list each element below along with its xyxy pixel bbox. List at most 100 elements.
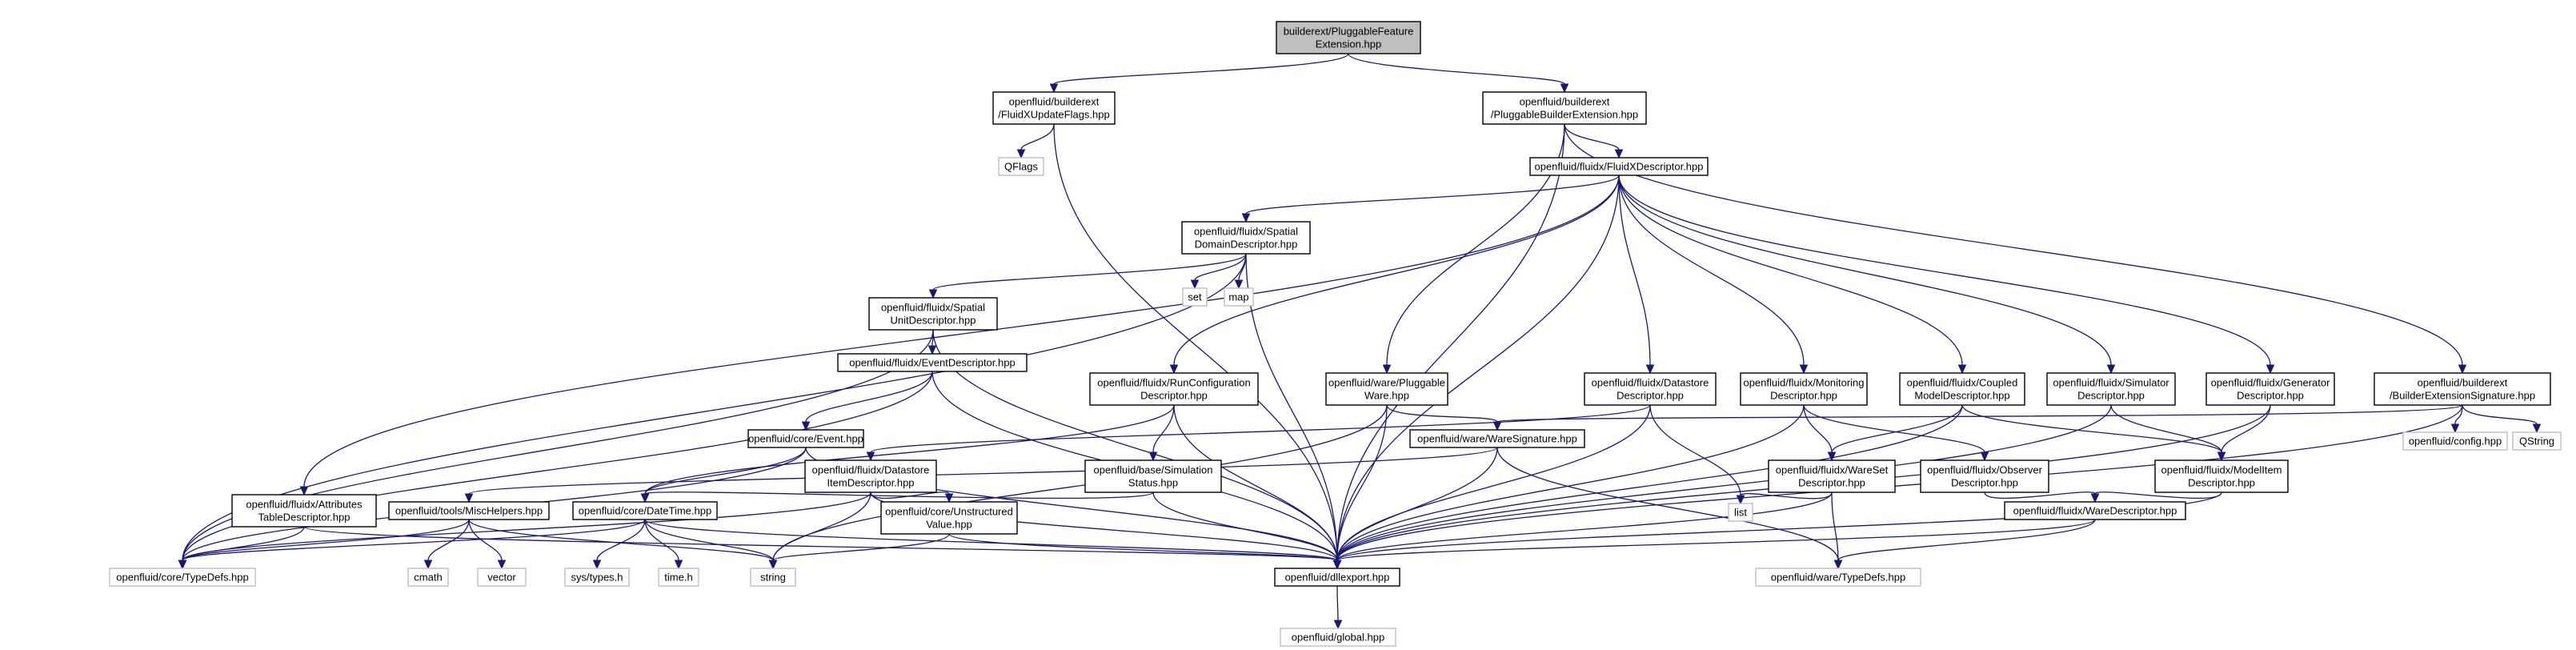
node-label: Descriptor.hpp [1951, 477, 2018, 489]
node-label: openfluid/base/Simulation [1094, 464, 1213, 476]
node-dllexport[interactable]: openfluid/dllexport.hpp [1274, 568, 1400, 587]
edge-wd-to-dllexport [1332, 519, 2096, 570]
node-qflags: QFlags [998, 157, 1044, 176]
node-label: /BuilderExtensionSignature.hpp [2390, 390, 2535, 402]
edge-pbe-to-fxd [1564, 123, 1624, 159]
node-sdd[interactable]: openfluid/fluidx/SpatialDomainDescriptor… [1181, 221, 1311, 255]
edge-fxd-to-atd [299, 175, 1620, 496]
node-ed[interactable]: openfluid/fluidx/EventDescriptor.hpp [837, 353, 1028, 372]
node-label: openfluid/fluidx/Simulator [2053, 377, 2169, 389]
edge-dt-to-ctd [178, 519, 646, 570]
edge-fxd-to-rcd [1169, 175, 1620, 375]
node-ev[interactable]: openfluid/core/Event.hpp [747, 429, 864, 448]
edge-bes-to-ws [1492, 404, 2463, 431]
node-label: openfluid/builderext [1009, 96, 1100, 108]
edge-simd-to-mid [2110, 404, 2226, 462]
node-wd[interactable]: openfluid/fluidx/WareDescriptor.hpp [2004, 501, 2186, 520]
node-map: map [1224, 287, 1254, 307]
node-label: DomainDescriptor.hpp [1195, 239, 1298, 251]
node-label: openfluid/fluidx/Monitoring [1743, 377, 1864, 389]
edge-dt-to-systypes [592, 519, 646, 570]
edge-wsd-to-list [1736, 492, 1833, 505]
node-cmd[interactable]: openfluid/fluidx/CoupledModelDescriptor.… [1899, 372, 2025, 406]
node-ws[interactable]: openfluid/ware/WareSignature.hpp [1409, 429, 1585, 448]
edge-fxuf-to-qflags [1016, 123, 1055, 159]
node-label: Ware.hpp [1364, 390, 1409, 402]
edge-bes-to-qstring [2462, 404, 2542, 434]
node-label: openfluid/builderext [2418, 377, 2508, 389]
node-bes[interactable]: openfluid/builderext/BuilderExtensionSig… [2374, 372, 2551, 406]
edge-uv-to-string [768, 533, 950, 570]
node-fxuf[interactable]: openfluid/builderext/FluidXUpdateFlags.h… [992, 91, 1116, 125]
edge-mh-to-cmath [423, 519, 470, 570]
node-label: Status.hpp [1128, 477, 1178, 489]
node-label: openfluid/fluidx/FluidXDescriptor.hpp [1534, 161, 1703, 173]
node-label: string [760, 572, 786, 584]
node-label: openfluid/fluidx/Attributes [246, 499, 363, 511]
node-pbe[interactable]: openfluid/builderext/PluggableBuilderExt… [1482, 91, 1647, 125]
edge-dllexport-to-global [1333, 585, 1343, 630]
node-qstring: QString [2512, 431, 2562, 451]
edge-wd-to-wtd [1833, 519, 2096, 570]
node-label: openfluid/fluidx/RunConfiguration [1097, 377, 1251, 389]
edge-wsd-to-wtd [1831, 492, 1843, 570]
node-set: set [1182, 287, 1208, 307]
node-md[interactable]: openfluid/fluidx/MonitoringDescriptor.hp… [1740, 372, 1868, 406]
edge-fxd-to-dllexport [1332, 175, 1620, 570]
edge-ed-to-ev [801, 371, 933, 431]
edge-cmd-to-wsd [1827, 404, 1963, 462]
edge-sud-to-ctd [178, 329, 934, 570]
node-label: /PluggableBuilderExtension.hpp [1491, 109, 1638, 121]
node-label: Descriptor.hpp [1770, 390, 1837, 402]
node-label: Descriptor.hpp [1798, 477, 1865, 489]
node-label: Descriptor.hpp [1617, 390, 1684, 402]
edge-dt-to-timeh [644, 519, 683, 570]
node-global: openfluid/global.hpp [1280, 628, 1396, 647]
node-label: openfluid/builderext [1520, 96, 1610, 108]
node-atd[interactable]: openfluid/fluidx/AttributesTableDescript… [231, 494, 377, 528]
node-dsid[interactable]: openfluid/fluidx/DatastoreItemDescriptor… [804, 459, 937, 493]
node-label: openfluid/fluidx/Coupled [1907, 377, 2018, 389]
edge-sdd-to-set [1190, 253, 1247, 290]
edge-ss-to-dt [640, 492, 1154, 504]
edge-fxd-to-cmd [1618, 175, 1967, 375]
edge-fxd-to-sdd [1241, 175, 1620, 223]
node-label: Descriptor.hpp [1140, 390, 1208, 402]
node-label: Descriptor.hpp [2188, 477, 2255, 489]
node-label: openfluid/core/DateTime.hpp [579, 505, 711, 517]
edge-rcd-to-ss [1148, 404, 1175, 462]
node-label: Descriptor.hpp [2237, 390, 2304, 402]
edge-cmd-to-mid [1961, 404, 2226, 462]
node-label: openfluid/tools/MiscHelpers.hpp [395, 505, 543, 517]
node-mh[interactable]: openfluid/tools/MiscHelpers.hpp [388, 501, 550, 520]
edge-dsd-to-dsid [866, 404, 1651, 462]
node-rcd[interactable]: openfluid/fluidx/RunConfigurationDescrip… [1089, 372, 1259, 406]
node-label: openfluid/dllexport.hpp [1285, 572, 1390, 584]
node-label: openfluid/fluidx/Spatial [1194, 226, 1298, 238]
node-label: list [1734, 507, 1747, 519]
edge-od-to-wd [1984, 492, 2100, 504]
edge-sdd-to-sud [928, 253, 1247, 299]
node-dt[interactable]: openfluid/core/DateTime.hpp [572, 501, 718, 520]
node-sud[interactable]: openfluid/fluidx/SpatialUnitDescriptor.h… [868, 297, 998, 331]
node-label: sys/types.h [571, 572, 623, 584]
edges-layer [178, 53, 2542, 630]
node-label: QString [2519, 435, 2554, 447]
edge-mh-to-string [468, 519, 778, 570]
node-timeh: time.h [658, 568, 699, 587]
node-label: Descriptor.hpp [2077, 390, 2145, 402]
node-fxd[interactable]: openfluid/fluidx/FluidXDescriptor.hpp [1529, 157, 1709, 176]
edge-sdd-to-dllexport [1245, 253, 1342, 570]
node-label: Extension.hpp [1316, 38, 1381, 50]
